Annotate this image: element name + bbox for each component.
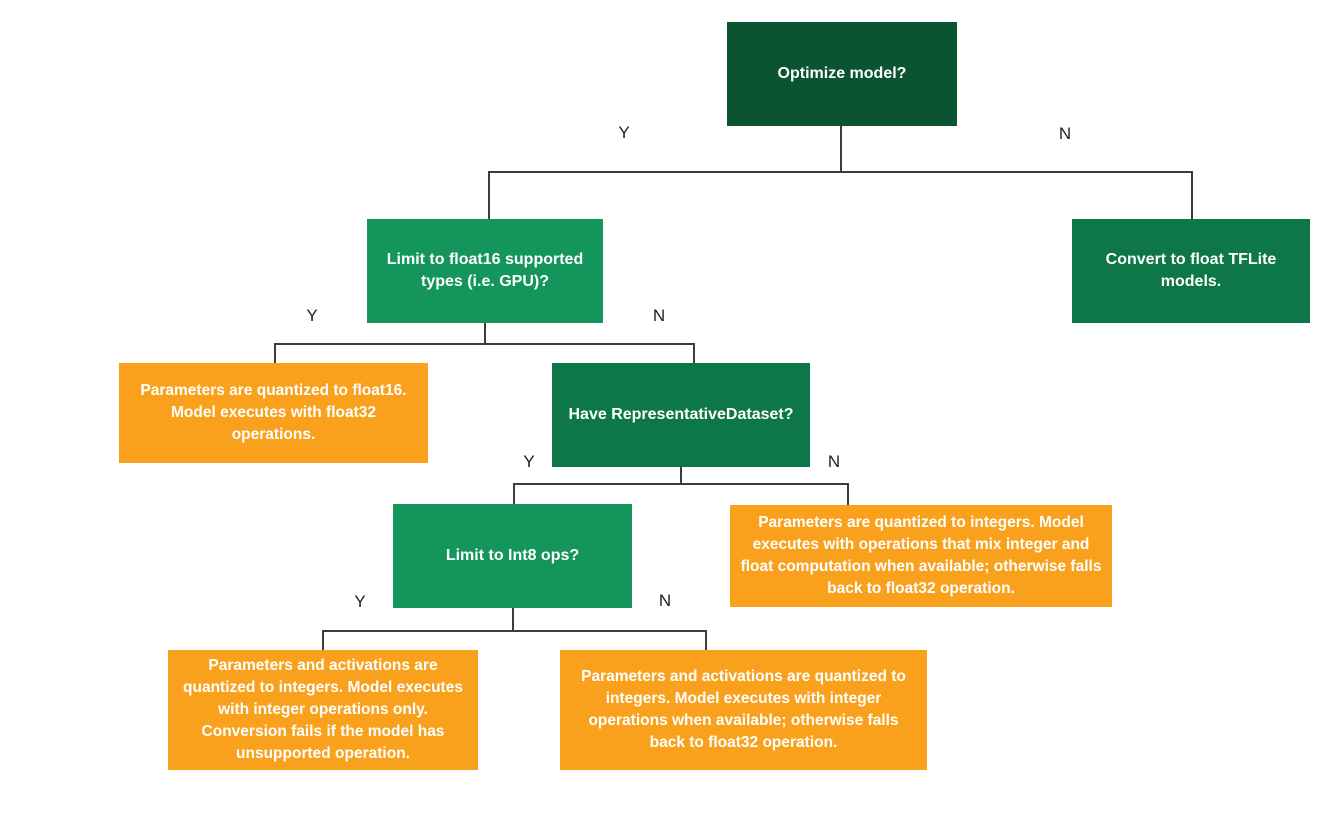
edge-label-optimize-yes: Y [618,123,630,142]
connector-dataset-down [680,467,682,485]
connector-float16-branch-bus [274,343,695,345]
connector-no-to-convert [1191,171,1193,219]
node-integer-only-result: Parameters and activations are quantized… [168,650,478,770]
node-convert-float-tflite: Convert to float TFLite models. [1072,219,1310,323]
node-mixed-computation-result: Parameters are quantized to integers. Mo… [730,505,1112,607]
edge-label-int8-yes: Y [354,592,366,611]
edge-label-dataset-yes: Y [523,452,535,471]
connector-dataset-branch-bus [513,483,849,485]
edge-label-dataset-no: N [827,452,841,471]
edge-label-float16-no: N [652,306,666,325]
node-float16-quantization-result: Parameters are quantized to float16. Mod… [119,363,428,463]
node-limit-float16: Limit to float16 supported types (i.e. G… [367,219,603,323]
connector-no-to-have-dataset [693,343,695,363]
connector-int8-branch-bus [322,630,707,632]
connector-yes-to-int8-only [322,630,324,650]
node-optimize-model: Optimize model? [727,22,957,126]
connector-optimize-branch-bus [488,171,1193,173]
edge-label-float16-yes: Y [306,306,318,325]
edge-label-optimize-no: N [1058,124,1072,143]
connector-no-to-int8-fallback [705,630,707,650]
connector-int8-down [512,608,514,632]
connector-yes-to-limit-int8 [513,483,515,504]
node-have-representative-dataset: Have RepresentativeDataset? [552,363,810,467]
edge-label-int8-no: N [658,591,672,610]
connector-optimize-down [840,126,842,173]
node-limit-int8-ops: Limit to Int8 ops? [393,504,632,608]
connector-yes-to-limit-float16 [488,171,490,219]
connector-yes-to-float16-result [274,343,276,363]
connector-no-to-mixed-result [847,483,849,505]
connector-float16-down [484,323,486,345]
node-integer-fallback-result: Parameters and activations are quantized… [560,650,927,770]
